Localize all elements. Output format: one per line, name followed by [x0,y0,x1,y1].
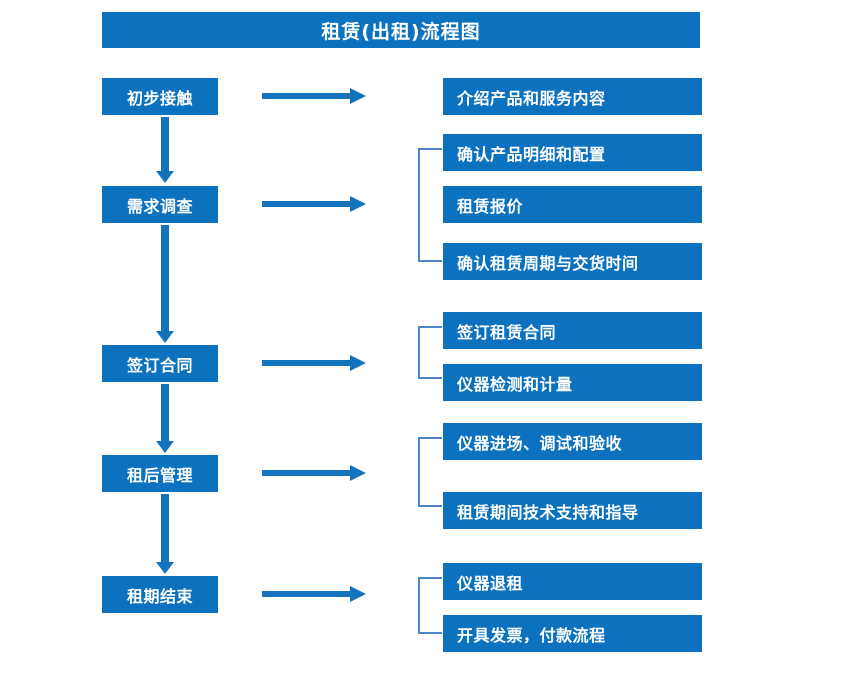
bracket-stub-bottom [420,377,442,379]
stage-box-label: 需求调查 [126,196,193,216]
detail-box-label: 介绍产品和服务内容 [457,88,606,108]
detail-box-sign-rental-contract[interactable]: 签订租赁合同 [443,312,702,349]
bracket-stub-top [420,326,442,328]
detail-box-instrument-entry-commissioning[interactable]: 仪器进场、调试和验收 [443,423,702,460]
stage-box-post-rental-management[interactable]: 租后管理 [102,455,218,492]
arrow-head [350,355,366,371]
detail-box-label: 租赁期间技术支持和指导 [457,502,639,522]
bracket-stub-top [420,148,442,150]
group-bracket [418,577,442,634]
detail-box-technical-support[interactable]: 租赁期间技术支持和指导 [443,492,702,529]
detail-box-instrument-return[interactable]: 仪器退租 [443,563,702,600]
arrow-down-icon [155,494,175,574]
detail-box-confirm-rental-period[interactable]: 确认租赁周期与交货时间 [443,243,702,280]
arrow-right-icon [262,586,366,602]
arrow-shaft [161,494,169,562]
arrow-head [350,88,366,104]
arrow-head [350,586,366,602]
arrow-shaft [262,360,352,366]
bracket-stub-bottom [420,260,442,262]
arrow-head [350,465,366,481]
arrow-down-icon [155,117,175,183]
group-bracket [418,437,442,507]
detail-box-label: 开具发票，付款流程 [457,625,606,645]
stage-box-initial-contact[interactable]: 初步接触 [102,78,218,115]
detail-box-confirm-product-details[interactable]: 确认产品明细和配置 [443,134,702,171]
detail-box-label: 仪器退租 [457,573,524,593]
arrow-head [156,331,174,343]
detail-box-label: 签订租赁合同 [457,322,557,342]
stage-box-sign-contract[interactable]: 签订合同 [102,345,218,382]
detail-box-invoice-payment[interactable]: 开具发票，付款流程 [443,615,702,652]
arrow-head [156,171,174,183]
detail-box-label: 确认租赁周期与交货时间 [457,253,639,273]
stage-box-label: 租期结束 [126,586,193,606]
stage-box-label: 签订合同 [126,355,193,375]
bracket-stub-bottom [420,632,442,634]
arrow-down-icon [155,384,175,453]
arrow-shaft [262,470,352,476]
group-bracket [418,326,442,379]
arrow-head [350,196,366,212]
arrow-right-icon [262,88,366,104]
bracket-stub-top [420,577,442,579]
detail-box-label: 仪器进场、调试和验收 [457,433,623,453]
arrow-shaft [262,591,352,597]
arrow-shaft [262,201,352,207]
detail-box-rental-quotation[interactable]: 租赁报价 [443,186,702,223]
detail-box-introduce-products[interactable]: 介绍产品和服务内容 [443,78,702,115]
stage-box-demand-survey[interactable]: 需求调查 [102,186,218,223]
group-bracket [418,148,442,262]
arrow-shaft [262,93,352,99]
arrow-head [156,562,174,574]
arrow-right-icon [262,355,366,371]
stage-box-label: 租后管理 [126,465,193,485]
arrow-down-icon [155,225,175,343]
bracket-stub-bottom [420,505,442,507]
arrow-shaft [161,384,169,441]
arrow-right-icon [262,196,366,212]
detail-box-label: 租赁报价 [457,196,524,216]
stage-box-rental-end[interactable]: 租期结束 [102,576,218,613]
detail-box-instrument-inspection[interactable]: 仪器检测和计量 [443,364,702,401]
arrow-right-icon [262,465,366,481]
detail-box-label: 仪器检测和计量 [457,374,573,394]
stage-box-label: 初步接触 [126,88,193,108]
arrow-shaft [161,117,169,171]
bracket-stub-top [420,437,442,439]
flowchart-title: 租赁(出租)流程图 [102,12,700,48]
arrow-head [156,441,174,453]
detail-box-label: 确认产品明细和配置 [457,144,606,164]
arrow-shaft [161,225,169,331]
